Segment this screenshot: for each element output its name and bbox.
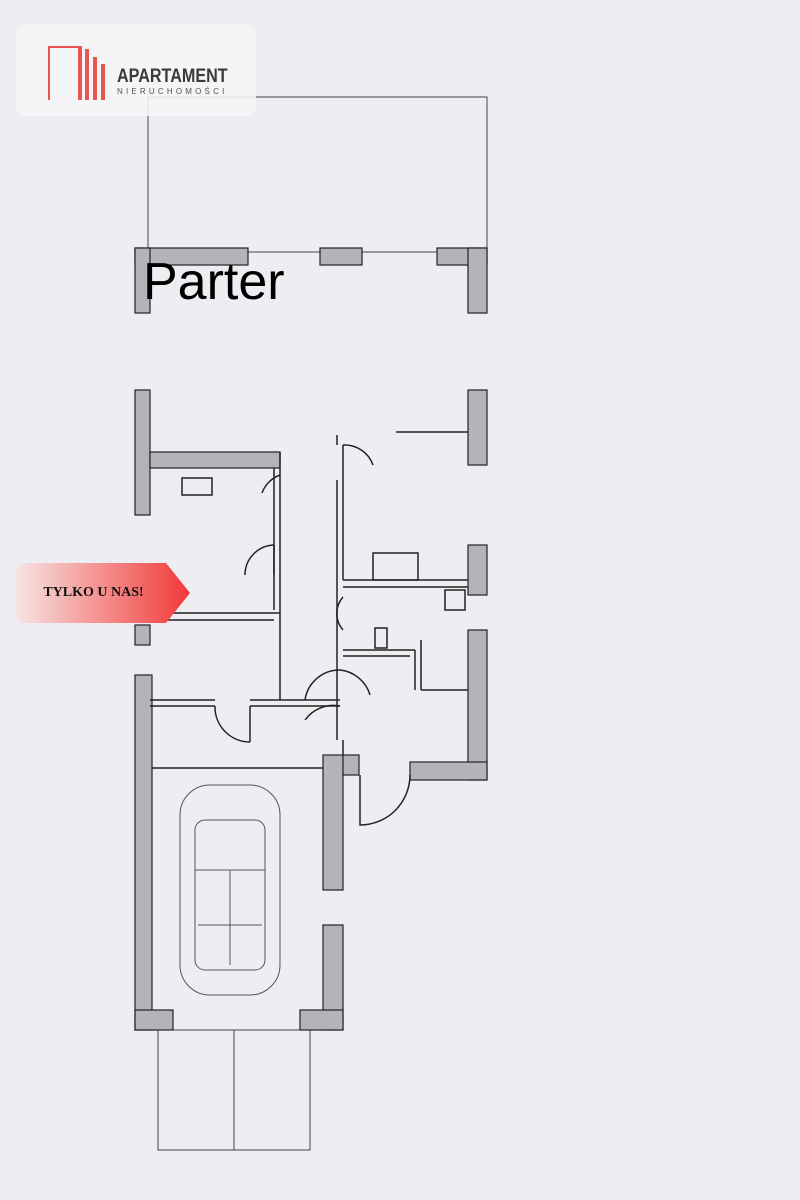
terrace: [147, 96, 488, 253]
logo-name: APARTAMENT: [117, 66, 228, 87]
car-icon: [179, 784, 281, 996]
walls: [134, 247, 488, 1031]
badge-label: TYLKO U NAS!: [43, 585, 144, 600]
logo-building-icon: [48, 46, 105, 100]
logo: APARTAMENT NIERUCHOMOŚCI: [16, 24, 256, 116]
logo-subtitle: NIERUCHOMOŚCI: [117, 87, 228, 96]
badge-shape: [16, 563, 190, 623]
floor-title: Parter: [143, 253, 285, 311]
exclusive-badge: TYLKO U NAS!: [16, 563, 190, 623]
